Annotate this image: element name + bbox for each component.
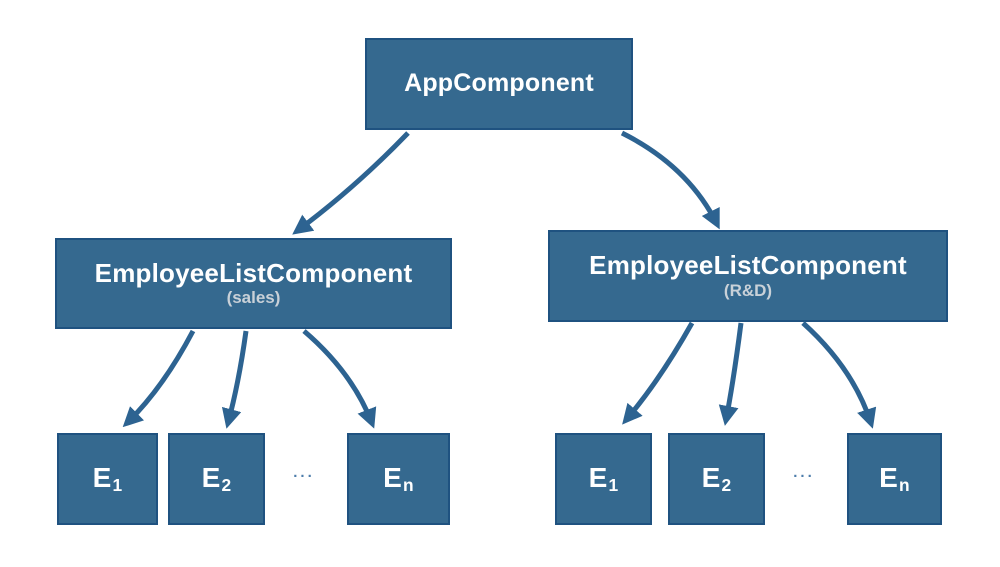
node-sublabel: (sales) [226, 288, 281, 308]
node-sublabel: (R&D) [723, 280, 773, 300]
node-label: E2 [701, 462, 732, 495]
subscript: 1 [608, 474, 619, 495]
node-label: E1 [588, 462, 619, 495]
node-label: En [383, 462, 414, 495]
arrow-sales-to-e2 [221, 330, 249, 429]
subscript: n [403, 474, 414, 495]
node-sales-employee-n: En [347, 433, 450, 525]
arrow-root-to-sales-list [292, 131, 410, 235]
node-label: En [879, 462, 910, 495]
node-label: E2 [201, 462, 232, 495]
node-sales-employee-1: E1 [57, 433, 158, 525]
arrow-rd-to-e2 [718, 322, 744, 426]
node-rd-employee-n: En [847, 433, 942, 525]
node-sales-employee-2: E2 [168, 433, 265, 525]
node-label: AppComponent [404, 69, 594, 98]
node-rd-employee-1: E1 [555, 433, 652, 525]
ellipsis-sales: ... [293, 464, 315, 481]
node-app-component: AppComponent [365, 38, 633, 130]
subscript: n [899, 474, 910, 495]
node-label: E1 [92, 462, 123, 495]
arrow-rd-to-e1 [622, 321, 695, 425]
subscript: 1 [112, 474, 123, 495]
arrow-root-to-rd-list [620, 130, 720, 230]
node-employee-list-rd: EmployeeListComponent (R&D) [548, 230, 948, 322]
arrow-sales-to-e1 [122, 329, 196, 428]
subscript: 2 [721, 474, 732, 495]
node-rd-employee-2: E2 [668, 433, 765, 525]
arrow-sales-to-en [302, 329, 377, 429]
node-label: EmployeeListComponent [589, 250, 907, 280]
node-label: EmployeeListComponent [94, 257, 413, 288]
ellipsis-rd: ... [793, 464, 815, 481]
node-employee-list-sales: EmployeeListComponent (sales) [55, 238, 452, 329]
subscript: 2 [221, 474, 232, 495]
arrow-rd-to-en [801, 321, 877, 429]
